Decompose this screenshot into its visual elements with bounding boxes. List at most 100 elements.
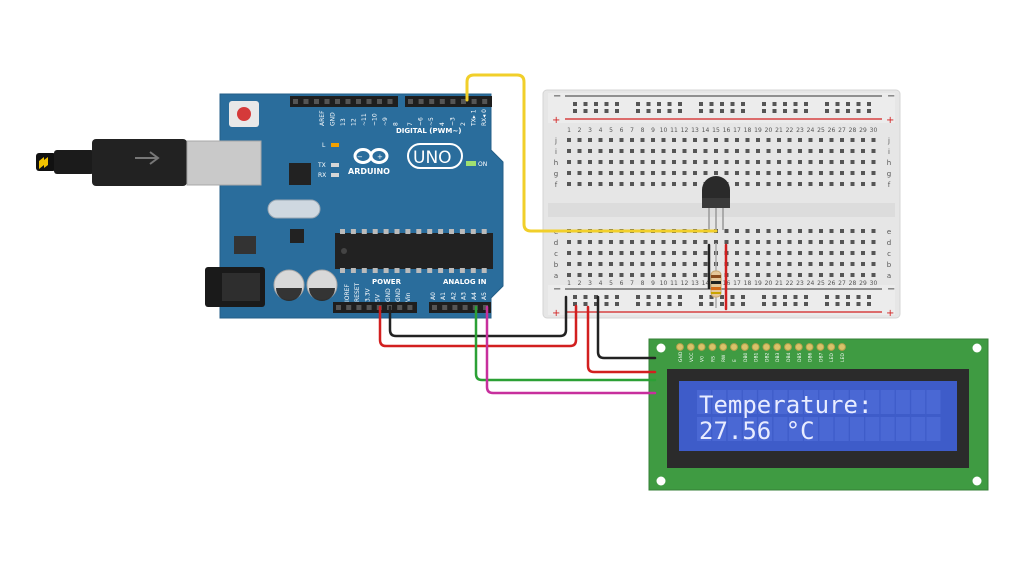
breadboard-hole — [745, 138, 750, 142]
lcd-cell — [804, 390, 819, 414]
breadboard-hole — [703, 262, 708, 266]
row-letter: g — [887, 170, 891, 178]
header-pin[interactable] — [324, 99, 330, 104]
header-pin[interactable] — [356, 99, 361, 104]
header-pin[interactable] — [345, 99, 351, 104]
breadboard-hole — [651, 251, 655, 255]
breadboard-hole — [756, 240, 760, 244]
header-pin[interactable] — [397, 305, 403, 310]
header-pin[interactable] — [366, 99, 372, 104]
lcd-cell — [788, 390, 803, 414]
rail-hole — [825, 295, 829, 299]
header-pin[interactable] — [461, 99, 466, 104]
rail-hole — [699, 102, 703, 106]
lcd-pin-pad[interactable] — [740, 343, 749, 351]
column-number: 19 — [754, 127, 762, 134]
chip-pin — [405, 268, 411, 273]
rail-hole — [594, 302, 598, 306]
lcd-pin-pad[interactable] — [805, 343, 814, 351]
header-pin[interactable] — [442, 305, 448, 310]
header-pin[interactable] — [356, 305, 362, 310]
lcd-pin-pad[interactable] — [686, 343, 695, 351]
breadboard-hole — [829, 149, 834, 153]
header-pin[interactable] — [452, 305, 458, 310]
breadboard-hole — [808, 171, 813, 175]
header-pin[interactable] — [439, 99, 445, 104]
breadboard-hole — [850, 262, 855, 266]
lcd-pin-pad[interactable] — [838, 343, 846, 351]
wire-yellow-signal[interactable] — [465, 73, 718, 233]
breadboard-hole — [798, 149, 802, 153]
wire-green-sda[interactable] — [474, 305, 657, 382]
header-pin[interactable] — [336, 305, 341, 310]
breadboard-hole — [861, 273, 865, 277]
header-pin[interactable] — [366, 305, 372, 310]
breadboard-hole — [703, 138, 708, 142]
lcd-pin-pad[interactable] — [708, 343, 717, 351]
header-pin[interactable] — [387, 99, 393, 104]
rail-hole — [604, 109, 609, 113]
breadboard-hole — [567, 251, 571, 255]
header-pin[interactable] — [408, 99, 413, 104]
row-letter: i — [555, 148, 557, 156]
lcd-pin-pad[interactable] — [676, 343, 684, 351]
wire-black-lcd-gnd[interactable] — [596, 295, 657, 360]
rail-hole — [709, 102, 714, 106]
column-number: 30 — [870, 127, 878, 134]
column-number: 12 — [681, 280, 689, 287]
lcd-pin-pad[interactable] — [773, 343, 782, 351]
column-number: 21 — [775, 127, 783, 134]
arduino-logo: − + ARDUINO UNO — [348, 143, 463, 176]
rail-hole — [825, 102, 829, 106]
rail-hole — [646, 302, 651, 306]
breadboard-hole — [693, 273, 697, 277]
breadboard-hole — [840, 160, 844, 164]
column-number: 15 — [712, 127, 720, 134]
rail-hole — [772, 102, 777, 106]
lcd-pin-pad[interactable] — [762, 343, 771, 351]
wire-red-5v[interactable] — [378, 304, 578, 348]
rail-hole — [646, 109, 651, 113]
row-letter: h — [887, 159, 891, 167]
header-pin[interactable] — [407, 305, 413, 310]
header-pin[interactable] — [418, 99, 424, 104]
header-pin[interactable] — [471, 99, 477, 104]
lcd-cell — [865, 390, 880, 414]
header-pin[interactable] — [483, 305, 488, 310]
lcd-pin-pad[interactable] — [827, 343, 836, 351]
breadboard-hole — [808, 273, 813, 277]
breadboard-hole — [735, 229, 739, 233]
row-letter: d — [887, 239, 891, 247]
header-pin[interactable] — [377, 99, 382, 104]
lcd-pin-pad[interactable] — [751, 343, 760, 351]
lcd-pin-pad[interactable] — [816, 343, 825, 351]
pin-label: ~10 — [372, 113, 379, 126]
breadboard-hole — [798, 160, 802, 164]
rail-minus-bottom-left: − — [553, 284, 561, 295]
lcd-pin-pad[interactable] — [784, 343, 792, 351]
wire-red-lcd-vcc[interactable] — [586, 305, 657, 374]
header-pin[interactable] — [432, 305, 437, 310]
breadboard-hole — [735, 160, 739, 164]
header-pin[interactable] — [314, 99, 319, 104]
rail-hole — [720, 295, 724, 299]
header-pin[interactable] — [303, 99, 309, 104]
lcd-pin-pad[interactable] — [794, 343, 803, 351]
breadboard-holes — [567, 102, 876, 306]
reset-button[interactable] — [229, 101, 259, 127]
lcd-pin-pad[interactable] — [719, 343, 728, 351]
lcd-pin-pad[interactable] — [697, 343, 706, 351]
header-pin[interactable] — [482, 99, 488, 104]
header-pin[interactable] — [462, 305, 468, 310]
power-jack — [205, 267, 265, 307]
header-pin[interactable] — [293, 99, 298, 104]
breadboard-hole — [871, 149, 876, 153]
chip-pin — [459, 229, 465, 234]
header-pin[interactable] — [335, 99, 340, 104]
header-pin[interactable] — [346, 305, 352, 310]
header-pin[interactable] — [450, 99, 456, 104]
header-pin[interactable] — [429, 99, 435, 104]
wire-black-gnd[interactable] — [388, 295, 568, 338]
wire-magenta-scl[interactable] — [485, 305, 657, 395]
lcd-pin-pad[interactable] — [730, 343, 738, 351]
